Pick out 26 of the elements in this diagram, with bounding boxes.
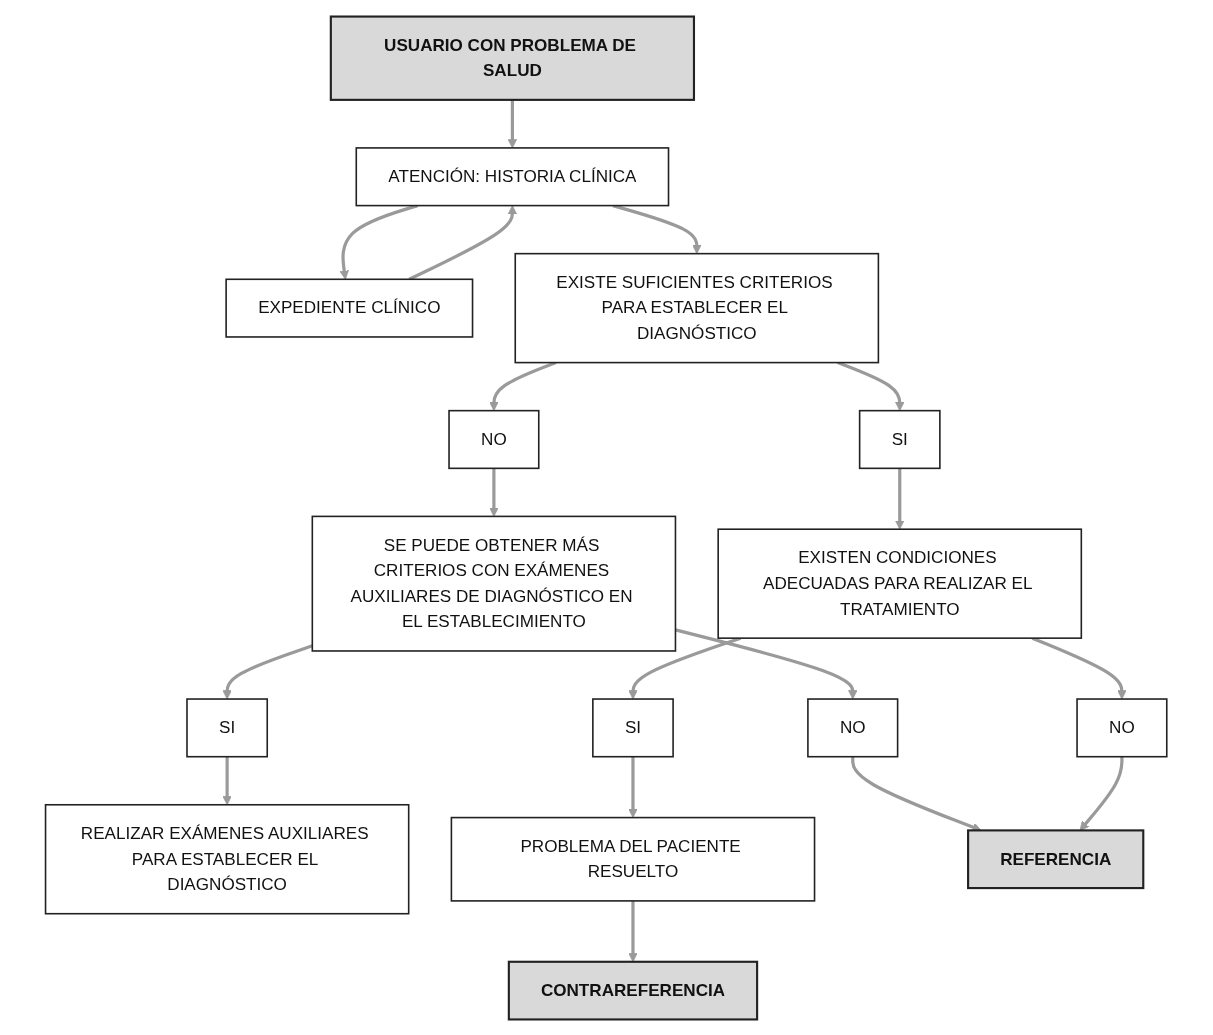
arrow — [628, 756, 638, 818]
node-box: NO — [807, 697, 899, 757]
node-box: SI — [592, 697, 675, 757]
node-box: SI — [186, 697, 269, 757]
arrow — [222, 756, 233, 805]
arrow — [628, 636, 742, 699]
node-box: EXISTEN CONDICIONES ADECUADAS PARA REALIZAR EL TRATAMIENTO — [717, 527, 1083, 639]
arrow — [508, 99, 518, 148]
node-box: EXPEDIENTE CLÍNICO — [225, 278, 474, 338]
node-box: USUARIO CON PROBLEMA DE SALUD — [330, 15, 696, 101]
node-box: ATENCIÓN: HISTORIA CLÍNICA — [355, 146, 670, 206]
arrow — [222, 643, 314, 699]
node-box: PROBLEMA DEL PACIENTE RESUELTO — [450, 816, 816, 902]
node-box: CONTRAREFERENCIA — [508, 960, 759, 1021]
arrow — [628, 900, 638, 962]
arrow — [489, 467, 499, 517]
arrow — [895, 467, 905, 530]
node-box: SI — [859, 409, 941, 469]
arrow — [675, 627, 858, 699]
node-box: EXISTE SUFICIENTES CRITERIOS PARA ESTABLECER EL DIAGNÓSTICO — [514, 252, 880, 363]
node-box: NO — [448, 409, 540, 469]
node-box: NO — [1076, 697, 1168, 757]
arrow — [1032, 636, 1127, 699]
node-box: SE PUEDE OBTENER MÁS CRITERIOS CON EXÁMENES AUXILIARES DE DIAGNÓSTICO EN EL ESTABLECIMIENTO — [311, 515, 677, 652]
node-box: REFERENCIA — [967, 828, 1145, 889]
node-box: REALIZAR EXÁMENES AUXILIARES PARA ESTABLECER EL DIAGNÓSTICO — [45, 803, 410, 914]
